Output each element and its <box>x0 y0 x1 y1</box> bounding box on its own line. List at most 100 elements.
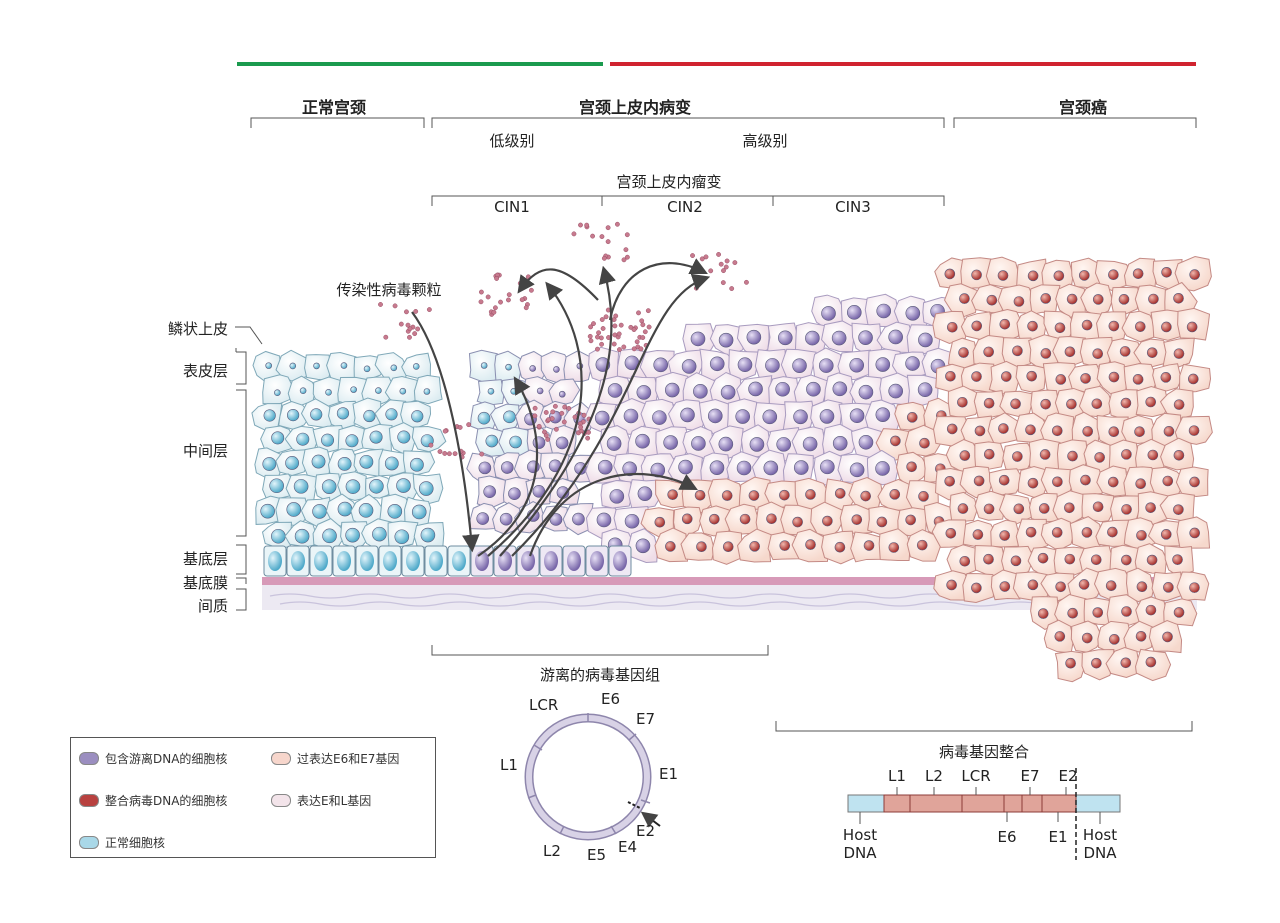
cin1-cell <box>476 379 505 406</box>
basal-cell <box>424 545 448 577</box>
normal-cell <box>262 473 297 500</box>
lesion-cell-episomal <box>726 451 760 483</box>
legend-label: 包含游离DNA的细胞核 <box>105 752 228 766</box>
basement-membrane <box>262 577 1197 585</box>
lesion-cell-integrated <box>897 507 928 537</box>
virion-dot <box>479 289 484 295</box>
virion-dot <box>720 280 726 286</box>
cancer-cell <box>1126 567 1155 603</box>
virion-dot <box>466 422 472 428</box>
grade-high: 高级别 <box>742 132 788 150</box>
lesion-cell-integrated <box>640 507 675 539</box>
virion-dot <box>591 321 596 327</box>
lesion-cell-episomal <box>585 452 621 484</box>
virion-dot <box>587 333 593 339</box>
normal-epithelium <box>251 349 447 552</box>
integration-title: 病毒基因整合 <box>938 743 1030 761</box>
cancer-cell <box>1052 490 1090 526</box>
lesion-cell-episomal <box>709 371 742 407</box>
cancer-cell <box>1174 255 1212 292</box>
virion-dot <box>640 335 646 340</box>
lesion-cell-integrated <box>821 530 856 565</box>
lesion-cell-integrated <box>791 528 829 563</box>
normal-cell <box>284 520 318 548</box>
cancer-cell <box>949 491 978 523</box>
virion-dot <box>398 321 404 327</box>
legend-box: 包含游离DNA的细胞核 过表达E6和E7基因 整合病毒DNA的细胞核 表达E和L… <box>70 737 436 858</box>
virion-dot <box>621 344 627 350</box>
virion-dot <box>693 285 699 291</box>
cin1-cell <box>541 505 569 532</box>
cancer-cell <box>1052 336 1090 367</box>
normal-cell <box>326 351 362 384</box>
basal-cell <box>378 545 402 577</box>
normal-cell <box>337 425 367 454</box>
virion-dot <box>405 322 411 328</box>
virion-dot <box>595 334 600 340</box>
legend-e6e7: 过表达E6和E7基因 <box>271 750 399 767</box>
gene-e2: E2 <box>636 822 656 840</box>
virion-dot <box>559 410 565 416</box>
lesion-cell-episomal <box>820 320 857 353</box>
virion-dot <box>457 425 463 430</box>
virion-dot <box>646 324 652 330</box>
gene-e4: E4 <box>618 838 638 856</box>
virion-dot <box>378 302 383 307</box>
layer-squamous: 鳞状上皮 <box>167 320 228 338</box>
virion-dot <box>595 346 600 352</box>
legend-swatch-integrated <box>79 794 99 807</box>
cancer-cell <box>1094 260 1132 292</box>
virion-dot <box>506 297 511 303</box>
cancer-cell <box>1162 337 1195 368</box>
cancer-cell <box>1070 620 1104 653</box>
normal-cell <box>388 422 417 455</box>
normal-cell <box>403 450 436 476</box>
normal-cell <box>400 400 432 429</box>
cancer-cell <box>947 337 977 369</box>
basal-cell <box>516 545 540 577</box>
lesion-cell-integrated <box>904 424 942 457</box>
gene-lcr: LCR <box>529 696 559 714</box>
virion-dot <box>599 234 605 239</box>
layer-basement-membrane: 基底膜 <box>182 574 228 592</box>
normal-cell <box>378 449 409 477</box>
lesion-cell-episomal <box>682 372 719 407</box>
basal-cell <box>309 545 333 577</box>
lesion-cell-episomal <box>812 347 843 383</box>
cancer-cell <box>934 257 970 289</box>
legend-swatch-normal <box>79 836 99 849</box>
lesion-cell-episomal <box>813 450 847 487</box>
cancer-cell <box>1054 593 1087 628</box>
stage-normal-cervix: 正常宫颈 <box>301 98 367 117</box>
basal-cell <box>470 545 494 577</box>
virion-dot <box>690 253 695 258</box>
legend-swatch-episomal <box>79 752 99 765</box>
normal-cell <box>384 375 418 406</box>
cancer-cell <box>987 412 1023 445</box>
int-gene-lcr: LCR <box>961 767 991 785</box>
normal-cell <box>411 426 447 453</box>
basal-cell-row <box>263 545 632 577</box>
virion-dot <box>588 338 594 344</box>
legend-integrated: 整合病毒DNA的细胞核 <box>79 792 227 809</box>
lesion-cell-integrated <box>737 528 772 563</box>
lesion-cell-episomal <box>736 323 770 357</box>
virion-dot <box>585 435 591 441</box>
virion-dot <box>605 225 611 231</box>
normal-cell <box>328 400 359 430</box>
cin1-cell <box>494 350 523 384</box>
stage-cin-lesion: 宫颈上皮内病变 <box>578 98 692 117</box>
cancer-cell <box>1016 258 1047 293</box>
virion-dot <box>566 406 572 411</box>
cin1-label: CIN1 <box>494 198 530 216</box>
cancer-cell <box>947 385 982 419</box>
cancer-cell <box>1001 545 1035 579</box>
cancer-cell <box>1123 517 1160 550</box>
virion-dot <box>599 341 604 347</box>
virion-dot <box>426 307 432 312</box>
cin2-cin3-epithelium <box>583 293 958 565</box>
basal-cell <box>263 545 287 577</box>
int-gene-e6: E6 <box>997 828 1017 846</box>
cin1-cell <box>468 349 498 383</box>
lesion-cell-episomal <box>736 375 773 406</box>
